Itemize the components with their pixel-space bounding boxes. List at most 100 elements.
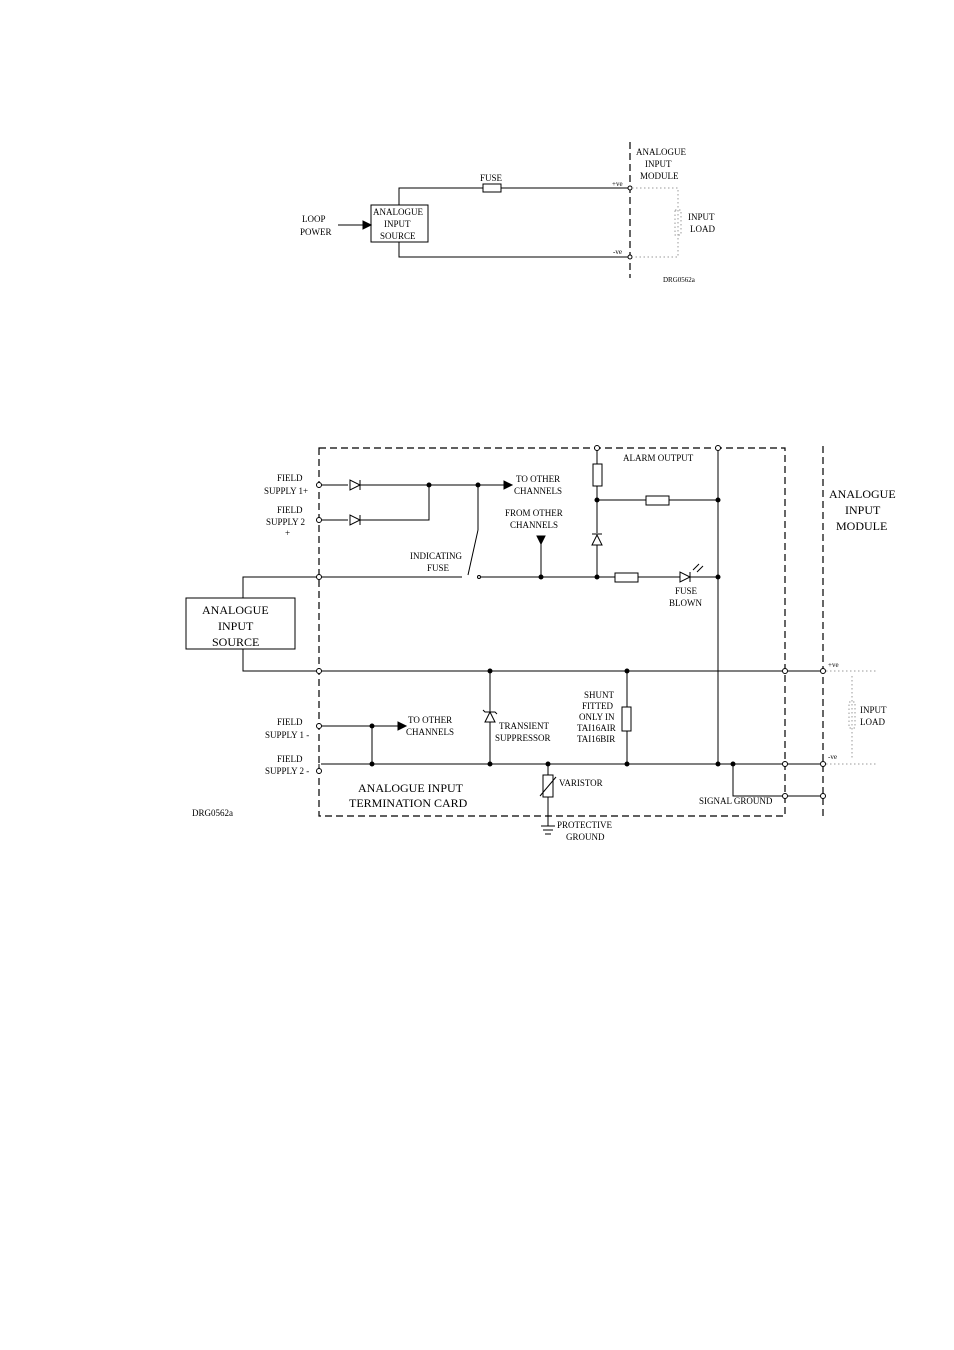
terminal-card-sg xyxy=(782,793,788,799)
top-terminal-neg xyxy=(627,254,633,260)
fs2-label: FIELD xyxy=(277,505,303,515)
source-top-wire xyxy=(242,576,319,598)
alarm-resistor xyxy=(592,463,603,487)
alarm-terminal xyxy=(594,445,600,451)
terminal-card-neg xyxy=(782,761,788,767)
terminal-source-top xyxy=(316,574,322,580)
shunt-resistor xyxy=(621,706,632,732)
indicating-fuse-label: INDICATING xyxy=(410,551,462,561)
suppressor-bar xyxy=(482,709,498,715)
from-other-label: FROM OTHER xyxy=(505,508,563,518)
top-source-label: ANALOGUE xyxy=(373,207,423,217)
top-loop-power-label: LOOP xyxy=(302,214,326,224)
fuse-blown-led xyxy=(679,571,692,583)
indicating-fuse-switch xyxy=(467,529,479,576)
top-source-label-3: SOURCE xyxy=(380,231,416,241)
source-label-3: SOURCE xyxy=(212,635,259,649)
top-input-load-symbol xyxy=(674,209,682,236)
signal-ground-label: SIGNAL GROUND xyxy=(699,796,773,806)
top-module-label-3: MODULE xyxy=(640,171,679,181)
shunt-label-5: TAI16BIR xyxy=(577,734,615,744)
terminal-fsm2 xyxy=(316,768,322,774)
transient-label-2: SUPPRESSOR xyxy=(495,733,551,743)
junction xyxy=(426,482,432,488)
fuse-blown-label-2: BLOWN xyxy=(669,598,702,608)
termination-card-diagram: FIELD SUPPLY 1+ FIELD SUPPLY 2 + TO OTHE… xyxy=(185,445,896,842)
to-other-arrow-b xyxy=(397,721,408,731)
card-label: ANALOGUE INPUT xyxy=(358,781,464,795)
fs2-label-2: SUPPLY 2 xyxy=(266,517,305,527)
to-other-label: TO OTHER xyxy=(516,474,560,484)
input-load-label: INPUT xyxy=(860,705,887,715)
top-neg-label: -ve xyxy=(613,248,622,256)
shunt-label-2: FITTED xyxy=(582,701,613,711)
top-module-label-2: INPUT xyxy=(645,159,672,169)
terminal-module-pos xyxy=(820,668,826,674)
neg-label: -ve xyxy=(828,753,837,761)
fuse-blown-label: FUSE xyxy=(675,586,698,596)
fs1-label: FIELD xyxy=(277,473,303,483)
bus-terminal xyxy=(715,445,721,451)
top-pos-label: +ve xyxy=(612,180,623,188)
source-box xyxy=(185,597,296,650)
fs2-label-3: + xyxy=(285,528,290,538)
module-label-3: MODULE xyxy=(836,519,887,533)
junction xyxy=(369,761,375,767)
varistor-slash xyxy=(539,776,557,797)
varistor-label: VARISTOR xyxy=(559,778,603,788)
source-label: ANALOGUE xyxy=(202,603,269,617)
transient-label: TRANSIENT xyxy=(499,721,549,731)
led-ray xyxy=(692,563,700,571)
shunt-label-4: TAI16AIR xyxy=(577,723,616,733)
diode-1 xyxy=(349,479,362,491)
pos-label: +ve xyxy=(828,661,839,669)
terminal-module-sg xyxy=(820,793,826,799)
top-positive-wire xyxy=(398,187,483,205)
terminal-fsm1 xyxy=(316,723,322,729)
protective-ground-label-2: GROUND xyxy=(566,832,605,842)
signal-ground-wire xyxy=(732,764,782,797)
fsm2-label: FIELD xyxy=(277,754,303,764)
top-arrow-head xyxy=(362,220,373,230)
card-label-2: TERMINATION CARD xyxy=(349,796,468,810)
fsm2-label-2: SUPPLY 2 - xyxy=(265,766,309,776)
to-other-arrow xyxy=(503,480,514,490)
junction xyxy=(487,761,493,767)
fs2-wire-2 xyxy=(360,485,430,521)
protective-ground-label: PROTECTIVE xyxy=(557,820,613,830)
fuse-resistor xyxy=(614,572,639,583)
terminal-module-neg xyxy=(820,761,826,767)
terminal-card-pos xyxy=(782,668,788,674)
from-other-label-2: CHANNELS xyxy=(510,520,558,530)
top-fuse-symbol xyxy=(482,183,502,193)
switch-contact xyxy=(477,575,481,579)
terminal-fs1 xyxy=(316,482,322,488)
module-label: ANALOGUE xyxy=(829,487,896,501)
top-module-label: ANALOGUE xyxy=(636,147,686,157)
shunt-label: SHUNT xyxy=(584,690,615,700)
top-load-label-2: LOAD xyxy=(690,224,715,234)
card-boundary xyxy=(318,447,786,817)
to-other-b-label: TO OTHER xyxy=(408,715,452,725)
alarm-diode xyxy=(591,533,603,546)
junction xyxy=(624,761,630,767)
to-other-label-2: CHANNELS xyxy=(514,486,562,496)
led-ray-2 xyxy=(696,565,704,573)
alarm-output-label: ALARM OUTPUT xyxy=(623,453,694,463)
junction xyxy=(475,482,481,488)
alarm-resistor-2 xyxy=(645,495,670,506)
fs1-label-2: SUPPLY 1+ xyxy=(264,486,308,496)
top-drg-label: DRG0562a xyxy=(663,276,696,284)
top-input-load-wire xyxy=(632,187,679,258)
shunt-label-3: ONLY IN xyxy=(579,712,615,722)
source-label-2: INPUT xyxy=(218,619,254,633)
indicating-fuse-label-2: FUSE xyxy=(427,563,450,573)
transient-suppressor xyxy=(484,710,496,723)
module-label-2: INPUT xyxy=(845,503,881,517)
top-fuse-label: FUSE xyxy=(480,173,503,183)
diode-2 xyxy=(349,514,362,526)
top-source-label-2: INPUT xyxy=(384,219,411,229)
terminal-source-bottom xyxy=(316,668,322,674)
fsm1-label: FIELD xyxy=(277,717,303,727)
